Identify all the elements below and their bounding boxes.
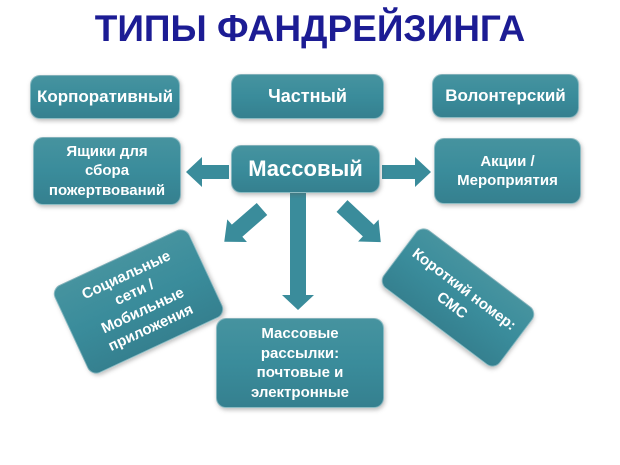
node-label: Акции / — [480, 152, 535, 170]
node-label: Ящики для — [66, 142, 148, 160]
node-label: почтовые и — [256, 364, 344, 381]
node-donation-boxes: Ящики для сбора пожертвований — [33, 137, 181, 205]
arrow-down-right-icon — [336, 200, 381, 243]
node-events: Акции / Мероприятия — [434, 138, 581, 204]
node-corporate: Корпоративный — [30, 75, 180, 119]
arrow-left-icon — [186, 157, 229, 187]
node-label: Мероприятия — [457, 172, 558, 189]
node-label: Частный — [268, 85, 347, 106]
node-label: пожертвований — [48, 181, 166, 199]
node-label: Массовые — [261, 325, 339, 342]
node-mass-mailings: Массовые рассылки: почтовые и электронны… — [216, 318, 384, 408]
page-title: ТИПЫ ФАНДРЕЙЗИНГА — [94, 8, 526, 49]
node-mass: Массовый — [231, 145, 380, 193]
arrow-down-icon — [282, 192, 314, 310]
node-label: Корпоративный — [36, 86, 174, 106]
node-label: рассылки: — [260, 344, 340, 362]
node-label: Волонтерский — [445, 85, 566, 105]
node-label: Массовый — [248, 155, 363, 181]
arrow-right-icon — [382, 157, 431, 187]
node-volunteer: Волонтерский — [432, 74, 579, 118]
node-label: сбора — [84, 162, 130, 180]
arrow-down-left-icon — [224, 202, 268, 242]
node-private: Частный — [231, 74, 384, 119]
node-label: электронные — [250, 383, 350, 401]
